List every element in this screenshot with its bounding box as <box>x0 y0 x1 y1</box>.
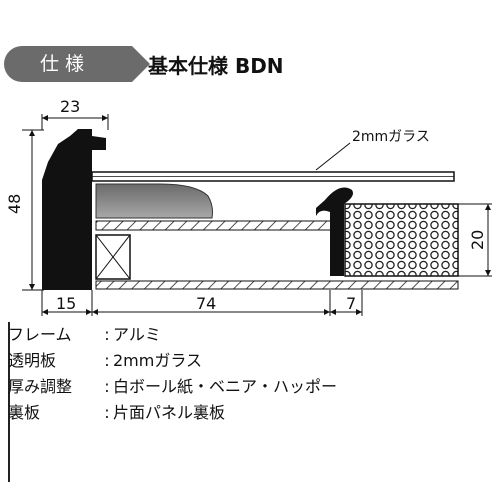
spec-list: フレーム : アルミ 透明板 : 2mmガラス 厚み調整 : 白ボール紙・ベニア… <box>8 322 488 482</box>
spec-label-glazing: 透明板 <box>8 351 57 370</box>
page-title: 基本仕様 BDN <box>148 54 284 78</box>
dim-bottom-left: 15 <box>56 294 76 313</box>
back-board <box>95 280 459 290</box>
spec-label-frame: フレーム <box>8 325 72 344</box>
spec-value-spacer: 白ボール紙・ベニア・ハッポー <box>113 377 338 396</box>
spec-label-backing: 裏板 <box>8 403 41 422</box>
spec-colon: : <box>104 325 110 344</box>
board-top <box>95 220 333 231</box>
aluminum-frame-profile <box>42 129 106 290</box>
spec-colon: : <box>104 403 110 422</box>
spec-tag: 仕様 <box>4 46 150 82</box>
dim-bottom-right: 7 <box>346 294 356 313</box>
spec-row-glazing: 透明板 : 2mmガラス <box>8 348 488 374</box>
retaining-clip <box>316 187 353 276</box>
glass-label: 2mmガラス <box>352 129 430 145</box>
foam-board <box>344 203 459 277</box>
spec-value-glazing: 2mmガラス <box>113 351 203 370</box>
dim-bottom-middle: 74 <box>196 294 216 313</box>
frame-cross-section-diagram: 2mmガラス 23 48 15 74 7 20 <box>5 97 492 316</box>
spec-row-frame: フレーム : アルミ <box>8 322 488 348</box>
spec-colon: : <box>104 377 110 396</box>
dim-right-height: 20 <box>468 230 487 250</box>
spec-label-spacer: 厚み調整 <box>8 377 73 396</box>
spec-divider <box>8 322 10 482</box>
spec-value-frame: アルミ <box>113 325 161 344</box>
dim-height: 48 <box>5 194 24 214</box>
spec-value-backing: 片面パネル裏板 <box>113 403 226 422</box>
spec-tag-label: 仕様 <box>40 53 91 75</box>
gray-liner <box>95 183 213 219</box>
spec-row-backing: 裏板 : 片面パネル裏板 <box>8 400 488 426</box>
spec-colon: : <box>104 351 110 370</box>
spec-row-spacer: 厚み調整 : 白ボール紙・ベニア・ハッポー <box>8 374 488 400</box>
dim-top-width: 23 <box>60 97 80 116</box>
